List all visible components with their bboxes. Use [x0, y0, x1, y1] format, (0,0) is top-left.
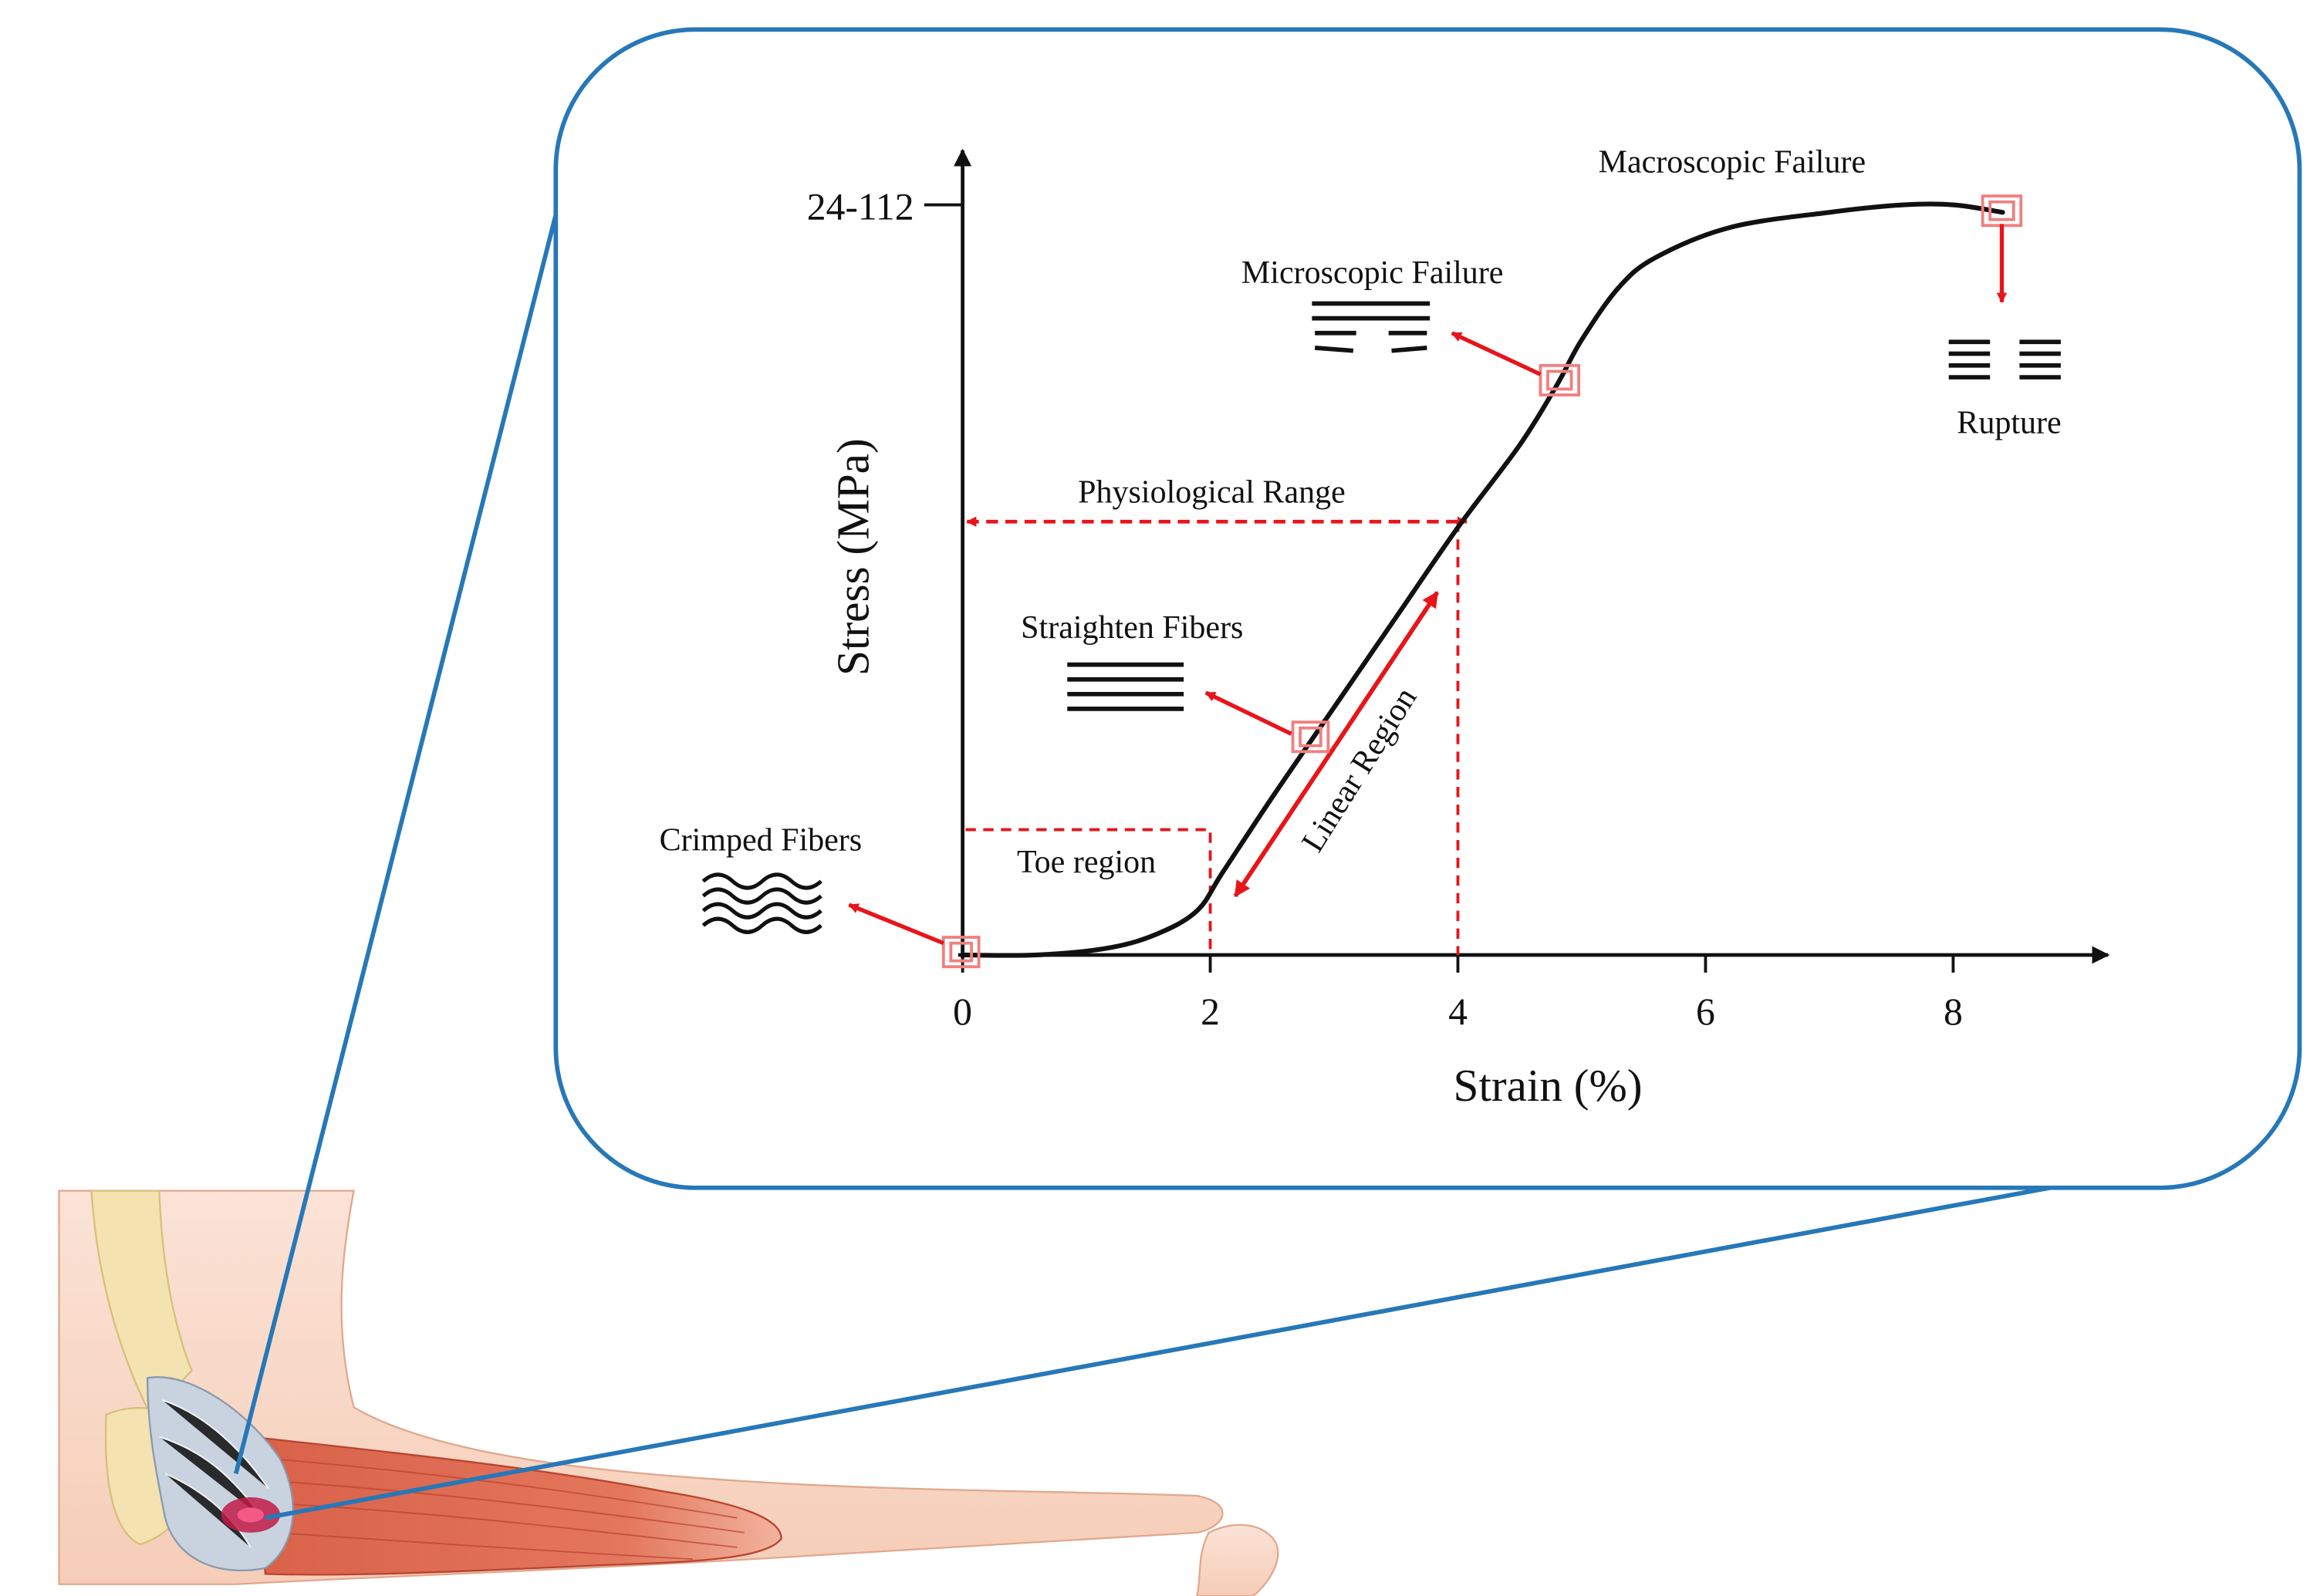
- x-tick-label: 6: [1696, 990, 1715, 1033]
- label-microscopic-failure: Microscopic Failure: [1241, 255, 1504, 291]
- arrow-to-crimped: [848, 903, 944, 946]
- curve-markers: [941, 194, 2023, 969]
- label-rupture: Rupture: [1957, 406, 2061, 441]
- y-axis-title: Stress (MPa): [827, 438, 878, 676]
- rupture-icon: [1948, 339, 2061, 380]
- x-tick-label: 4: [1448, 990, 1468, 1033]
- marker-crimped: [941, 936, 981, 969]
- tendon-fibers: [159, 1399, 269, 1548]
- label-toe-region: Toe region: [1017, 845, 1156, 880]
- label-crimped-fibers: Crimped Fibers: [660, 822, 863, 858]
- callout-arrows: [848, 224, 2008, 946]
- x-ticks: 0 2 4 6 8: [953, 954, 1963, 1033]
- label-physiological-range: Physiological Range: [1078, 474, 1346, 510]
- x-tick-label: 8: [1944, 990, 1963, 1033]
- microscopic-failure-icon: [1312, 301, 1430, 353]
- linear-region-arrow: [1233, 591, 1440, 898]
- x-tick-label: 2: [1201, 990, 1220, 1033]
- stress-strain-curve: [960, 201, 2005, 958]
- arrow-to-microscopic: [1451, 331, 1542, 376]
- chart-axes: 24-112 0 2 4 6 8 Strain (%) Stress (MPa): [807, 148, 2110, 1111]
- arrow-to-straighten: [1204, 690, 1292, 736]
- zoom-line-top: [233, 191, 564, 1475]
- toe-region-box: [965, 828, 1212, 955]
- marker-straighten: [1291, 720, 1330, 754]
- x-axis-title: Strain (%): [1454, 1060, 1643, 1111]
- muscle-striations: [272, 1458, 745, 1561]
- hand-shape: [1196, 1523, 1279, 1596]
- marker-microscopic: [1539, 363, 1581, 396]
- elbow-forearm-illustration: [58, 1189, 1279, 1596]
- x-tick-label: 0: [953, 990, 972, 1033]
- label-straighten-fibers: Straighten Fibers: [1021, 610, 1243, 646]
- y-max-label: 24-112: [807, 186, 914, 228]
- straighten-fibers-icon: [1067, 662, 1184, 711]
- region-guides: [965, 516, 1468, 955]
- crimped-fibers-icon: [701, 872, 822, 934]
- label-macroscopic-failure: Macroscopic Failure: [1599, 145, 1866, 181]
- zoom-line-bottom: [265, 1184, 2059, 1520]
